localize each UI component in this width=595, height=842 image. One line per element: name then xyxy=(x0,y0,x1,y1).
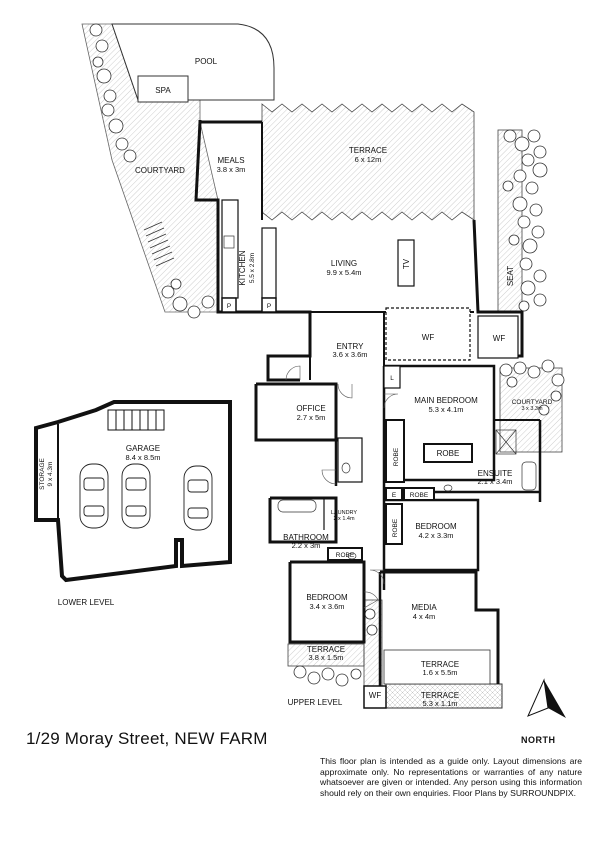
dims-courtyard-east: 3 x 3.3m xyxy=(521,406,543,412)
spa-outline xyxy=(137,75,189,103)
label-robe-bathroom: ROBE xyxy=(336,552,355,559)
label-pantry-1: P xyxy=(227,303,231,310)
dims-bedroom-3: 3.4 x 3.6m xyxy=(309,602,344,611)
label-pantry-2: P xyxy=(267,303,271,310)
dims-terrace-bedroom: 3.8 x 1.5m xyxy=(308,653,343,662)
terrace-media-area xyxy=(383,649,491,685)
label-ensuite: ENSUITE xyxy=(478,469,513,478)
label-laundry: LAUNDRY xyxy=(331,510,358,516)
label-e-cupboard: E xyxy=(392,492,397,499)
label-main-bedroom: MAIN BEDROOM xyxy=(414,396,478,405)
label-bedroom-2: BEDROOM xyxy=(415,522,457,531)
label-pool: POOL xyxy=(195,57,218,66)
level-label-upper: UPPER LEVEL xyxy=(288,698,343,707)
garage-stairs xyxy=(107,409,165,431)
dims-bedroom-2: 4.2 x 3.3m xyxy=(418,531,453,540)
label-robe-main: ROBE xyxy=(437,449,460,458)
dims-laundry: 2 x 1.4m xyxy=(333,516,355,522)
label-bedroom-3: BEDROOM xyxy=(306,593,348,602)
dims-garage: 8.4 x 8.5m xyxy=(125,453,160,462)
car-icon xyxy=(121,463,151,529)
dims-meals: 3.8 x 3m xyxy=(217,165,246,174)
property-address: 1/29 Moray Street, NEW FARM xyxy=(26,729,268,748)
fixtures xyxy=(223,235,537,560)
label-storage: STORAGE xyxy=(39,458,46,490)
label-kitchen: KITCHEN xyxy=(238,250,247,285)
north-arrow-icon xyxy=(527,678,566,718)
label-linen: L xyxy=(390,375,394,382)
label-entry: ENTRY xyxy=(337,342,365,351)
room-labels: POOL SPA COURTYARD MEALS 3.8 x 3m TERRAC… xyxy=(39,57,553,708)
label-office: OFFICE xyxy=(296,404,325,413)
dims-ensuite: 2.1 x 3.4m xyxy=(477,477,512,486)
dims-office: 2.7 x 5m xyxy=(297,413,326,422)
label-terrace-main: TERRACE xyxy=(349,146,387,155)
car-icon xyxy=(183,465,213,531)
dims-bathroom: 2.2 x 3m xyxy=(292,541,321,550)
dims-terrace-bottom: 5.3 x 1.1m xyxy=(422,699,457,708)
car-icon xyxy=(79,463,109,529)
toilet-icon xyxy=(341,462,351,474)
label-courtyard-east: COURTYARD xyxy=(512,399,553,406)
dims-media: 4 x 4m xyxy=(413,612,436,621)
toilet-icon xyxy=(443,484,453,492)
dims-terrace-main: 6 x 12m xyxy=(355,155,382,164)
dims-living: 9.9 x 5.4m xyxy=(326,268,361,277)
dims-kitchen: 5.5 x 2.8m xyxy=(249,253,256,283)
label-terrace-bottom: TERRACE xyxy=(421,691,459,700)
dims-main-bedroom: 5.3 x 4.1m xyxy=(428,405,463,414)
outdoor-areas xyxy=(81,23,563,709)
compass-label: NORTH xyxy=(521,735,556,745)
cooktop-icon xyxy=(223,235,235,249)
label-living: LIVING xyxy=(331,259,357,268)
label-tv: TV xyxy=(402,258,411,269)
courtyard-steps xyxy=(143,221,175,267)
label-terrace-media: TERRACE xyxy=(421,660,459,669)
door-swings xyxy=(285,365,399,609)
label-courtyard-west: COURTYARD xyxy=(135,166,185,175)
terrace-bottom-area xyxy=(385,683,503,709)
label-terrace-bedroom: TERRACE xyxy=(307,645,345,654)
label-bathroom: BATHROOM xyxy=(283,533,329,542)
pool-outline xyxy=(111,23,275,101)
garden-shrubs xyxy=(89,23,565,687)
label-robe-vertical-2: ROBE xyxy=(392,518,399,537)
bathtub-icon xyxy=(277,499,317,513)
dims-storage: 9 x 4.3m xyxy=(47,462,54,487)
label-spa: SPA xyxy=(155,86,171,95)
built-ins xyxy=(221,239,519,709)
label-seat: SEAT xyxy=(506,266,515,286)
shower-icon xyxy=(495,429,517,455)
label-robe-vertical-1: ROBE xyxy=(393,447,400,466)
label-robe-small: ROBE xyxy=(410,492,429,499)
car-icons xyxy=(79,463,213,531)
toilet-icon xyxy=(347,552,357,560)
label-wf-main: WF xyxy=(422,333,435,342)
label-media: MEDIA xyxy=(411,603,437,612)
dims-entry: 3.6 x 3.6m xyxy=(332,350,367,359)
level-label-lower: LOWER LEVEL xyxy=(58,598,115,607)
disclaimer-text: This floor plan is intended as a guide o… xyxy=(320,756,582,798)
label-meals: MEALS xyxy=(217,156,244,165)
label-wf-bottom: WF xyxy=(369,691,382,700)
dims-terrace-media: 1.6 x 5.5m xyxy=(422,668,457,677)
label-wf-east: WF xyxy=(493,334,506,343)
vanity-icon xyxy=(521,461,537,491)
pool-group xyxy=(111,23,275,103)
label-garage: GARAGE xyxy=(126,444,160,453)
lower-level xyxy=(34,400,232,583)
